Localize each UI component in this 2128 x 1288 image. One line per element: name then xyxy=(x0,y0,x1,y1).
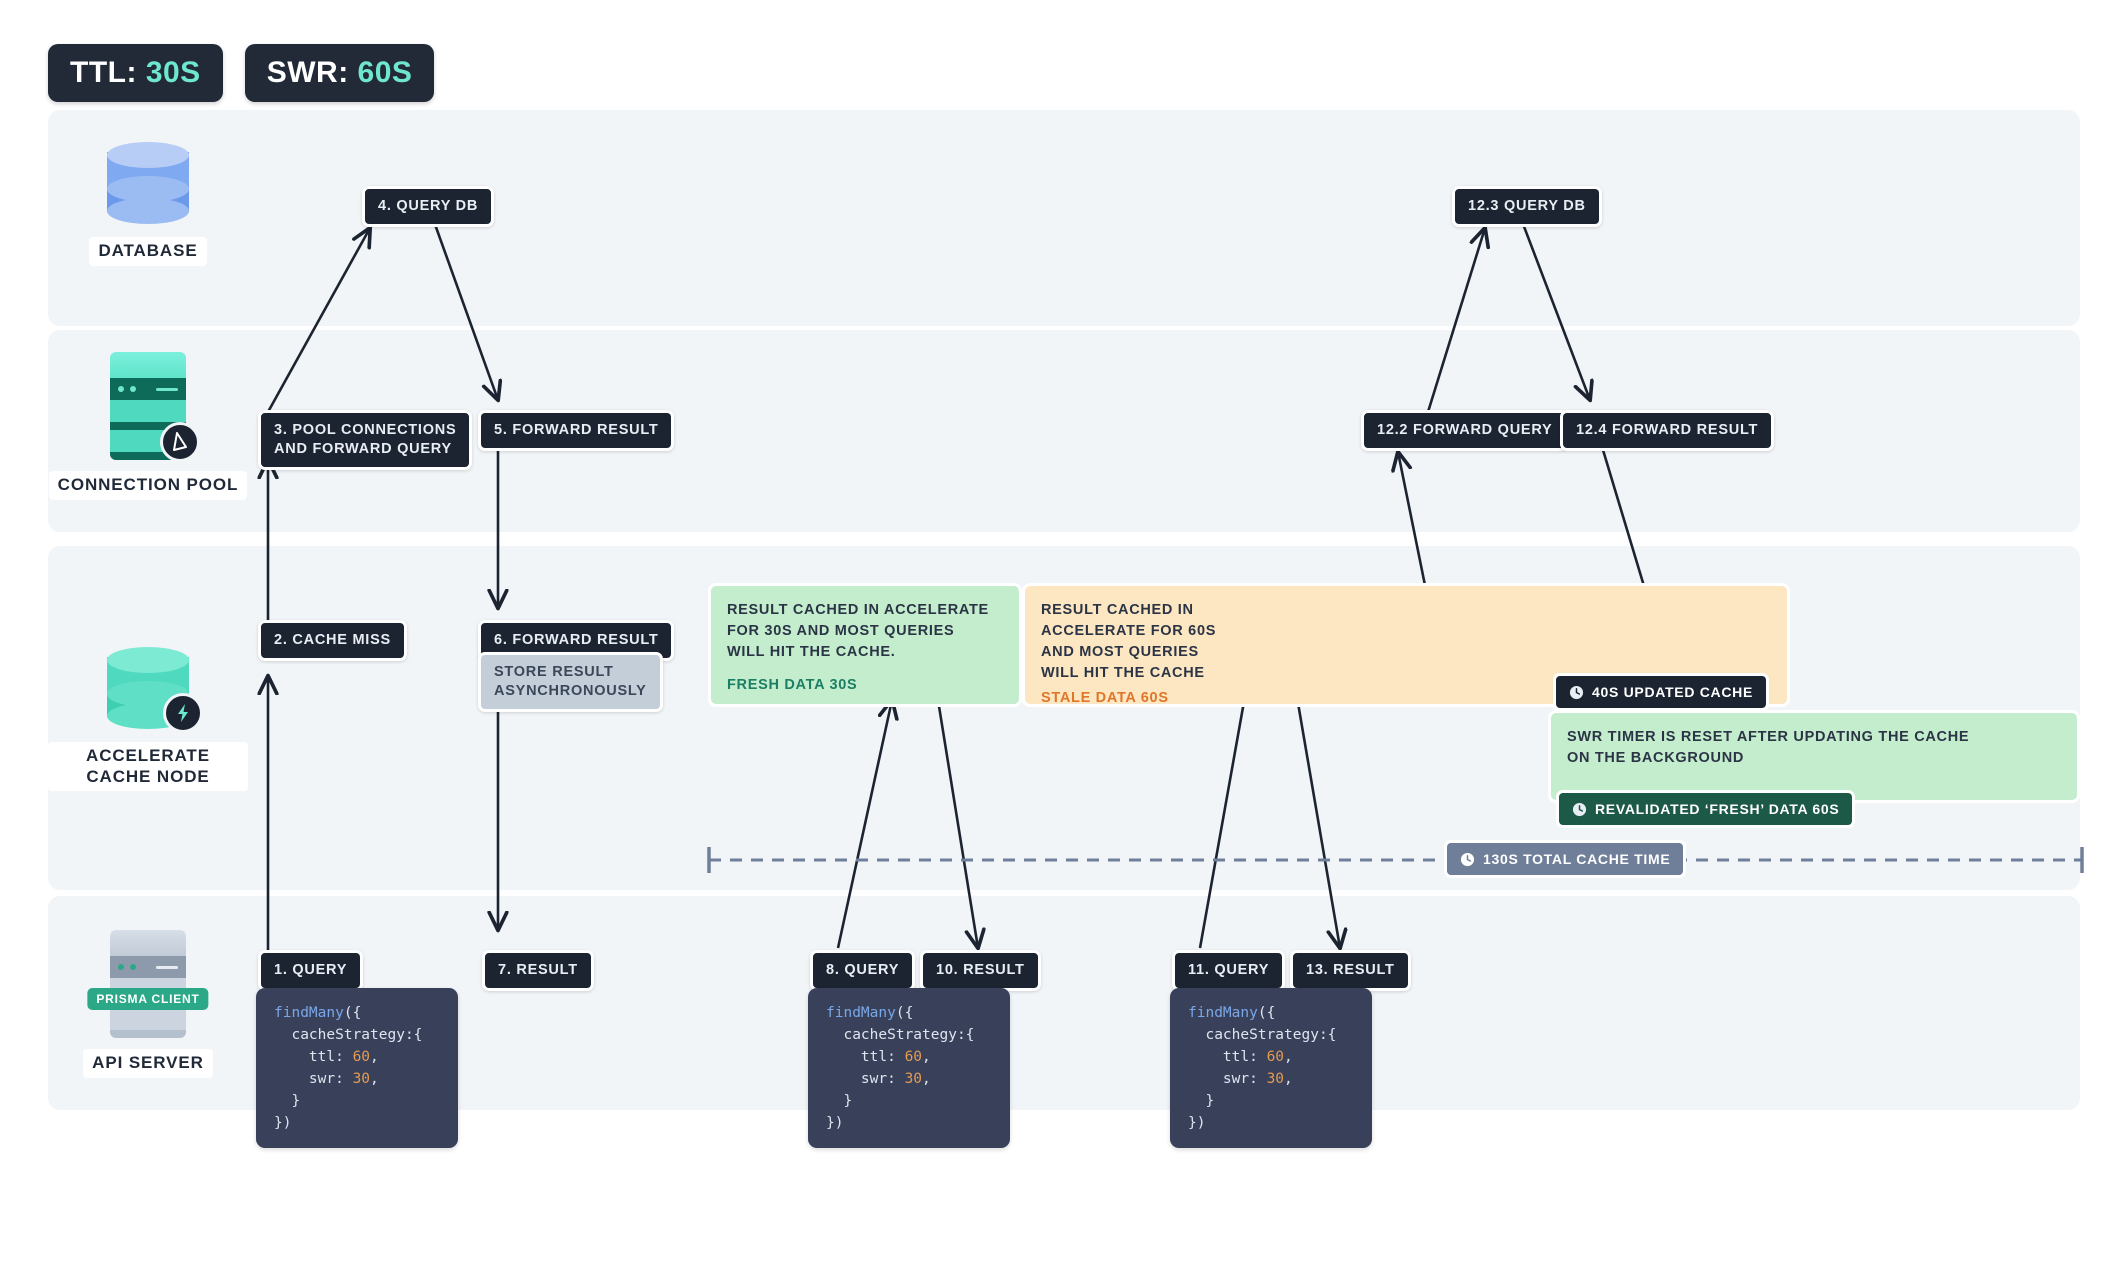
code-l1: ({ xyxy=(343,1005,362,1021)
code-l5: } xyxy=(274,1093,301,1110)
step-7-result[interactable]: 7. RESULT xyxy=(482,950,594,992)
step-124-forward-result[interactable]: 12.4 FORWARD RESULT xyxy=(1560,410,1775,452)
badge-updated-cache: 40S UPDATED CACHE xyxy=(1553,673,1769,711)
swr-pill: SWR: 60S xyxy=(244,44,435,102)
ttl-pill: TTL: 30S xyxy=(48,44,223,102)
panel-swr-reset-text: SWR TIMER IS RESET AFTER UPDATING THE CA… xyxy=(1567,729,1970,767)
prisma-logo-icon xyxy=(160,422,200,462)
code-l4n: 30 xyxy=(352,1071,371,1088)
code-l3e: , xyxy=(922,1049,931,1066)
node-accelerate-cache-label: ACCELERATE CACHE NODE xyxy=(48,742,248,792)
step-3-pool-connections[interactable]: 3. POOL CONNECTIONS AND FORWARD QUERY xyxy=(258,410,473,471)
step-11-query[interactable]: 11. QUERY xyxy=(1172,950,1286,992)
code-fn: findMany xyxy=(274,1005,344,1021)
code-block-1: findMany({ cacheStrategy:{ ttl: 60, swr:… xyxy=(256,988,458,1149)
panel-swr-reset: SWR TIMER IS RESET AFTER UPDATING THE CA… xyxy=(1548,710,2080,803)
code-l3k: ttl: xyxy=(826,1049,905,1066)
step-8-query[interactable]: 8. QUERY xyxy=(810,950,916,992)
panel-fresh-tag: FRESH DATA 30S xyxy=(727,677,858,694)
code-l2: cacheStrategy:{ xyxy=(826,1027,975,1044)
code-l3n: 60 xyxy=(1266,1049,1285,1066)
code-l3e: , xyxy=(1284,1049,1293,1066)
badge-total-cache-time-label: 130S TOTAL CACHE TIME xyxy=(1483,851,1671,867)
ttl-value: 30S xyxy=(145,56,201,89)
node-database-label: DATABASE xyxy=(89,237,207,266)
badge-revalidated: REVALIDATED ‘FRESH’ DATA 60S xyxy=(1556,790,1856,828)
code-l4k: swr: xyxy=(274,1071,353,1088)
code-l4k: swr: xyxy=(1188,1071,1267,1088)
badge-revalidated-label: REVALIDATED ‘FRESH’ DATA 60S xyxy=(1595,801,1840,817)
prisma-client-chip: PRISMA CLIENT xyxy=(87,988,209,1010)
database-cylinder-icon xyxy=(107,140,189,226)
node-database: DATABASE xyxy=(48,140,248,266)
code-fn: findMany xyxy=(826,1005,896,1021)
badge-updated-cache-label: 40S UPDATED CACHE xyxy=(1592,684,1753,700)
step-13-result[interactable]: 13. RESULT xyxy=(1290,950,1411,992)
code-l1: ({ xyxy=(895,1005,914,1021)
step-6b-store-result-async: STORE RESULT ASYNCHRONOUSLY xyxy=(478,652,663,713)
code-block-2: findMany({ cacheStrategy:{ ttl: 60, swr:… xyxy=(808,988,1010,1149)
api-server-icon: PRISMA CLIENT xyxy=(87,930,209,1038)
panel-stale-tag: STALE DATA 60S xyxy=(1041,690,1169,707)
step-5-forward-result[interactable]: 5. FORWARD RESULT xyxy=(478,410,675,452)
badge-total-cache-time: 130S TOTAL CACHE TIME xyxy=(1444,840,1687,878)
node-api-server: PRISMA CLIENT API SERVER xyxy=(48,930,248,1078)
step-122-forward-query[interactable]: 12.2 FORWARD QUERY xyxy=(1361,410,1569,452)
code-l5: } xyxy=(1188,1093,1215,1110)
code-l5: } xyxy=(826,1093,853,1110)
code-l4e: , xyxy=(370,1071,379,1088)
code-l1: ({ xyxy=(1257,1005,1276,1021)
code-l4n: 30 xyxy=(904,1071,923,1088)
step-1-query[interactable]: 1. QUERY xyxy=(258,950,364,992)
code-l3n: 60 xyxy=(904,1049,923,1066)
step-4-query-db[interactable]: 4. QUERY DB xyxy=(362,186,495,228)
lane-database xyxy=(48,110,2080,326)
code-l2: cacheStrategy:{ xyxy=(1188,1027,1337,1044)
node-connection-pool-label: CONNECTION POOL xyxy=(48,471,248,500)
node-accelerate-cache: ACCELERATE CACHE NODE xyxy=(48,645,248,792)
step-123-query-db[interactable]: 12.3 QUERY DB xyxy=(1452,186,1602,228)
panel-fresh-text: RESULT CACHED IN ACCELERATE FOR 30S AND … xyxy=(727,602,989,661)
code-l6: }) xyxy=(274,1115,292,1132)
panel-stale-text: RESULT CACHED IN ACCELERATE FOR 60S AND … xyxy=(1041,602,1217,682)
server-stack-icon xyxy=(110,352,200,462)
clock-icon xyxy=(1572,802,1587,816)
node-api-server-label: API SERVER xyxy=(83,1049,213,1078)
code-l4k: swr: xyxy=(826,1071,905,1088)
clock-icon xyxy=(1460,852,1475,866)
code-l6: }) xyxy=(1188,1115,1206,1132)
code-l2: cacheStrategy:{ xyxy=(274,1027,423,1044)
code-l3e: , xyxy=(370,1049,379,1066)
swr-key: SWR: xyxy=(266,56,349,89)
node-connection-pool: CONNECTION POOL xyxy=(48,352,248,500)
code-l3n: 60 xyxy=(352,1049,371,1066)
code-l3k: ttl: xyxy=(1188,1049,1267,1066)
ttl-key: TTL: xyxy=(70,56,137,89)
legend-group: TTL: 30S SWR: 60S xyxy=(48,44,435,102)
clock-icon xyxy=(1569,685,1584,699)
code-l3k: ttl: xyxy=(274,1049,353,1066)
swr-value: 60S xyxy=(357,56,413,89)
step-2-cache-miss[interactable]: 2. CACHE MISS xyxy=(258,620,407,662)
code-l4e: , xyxy=(1284,1071,1293,1088)
code-fn: findMany xyxy=(1188,1005,1258,1021)
code-l6: }) xyxy=(826,1115,844,1132)
step-10-result[interactable]: 10. RESULT xyxy=(920,950,1041,992)
cache-cylinder-icon xyxy=(107,645,203,733)
code-block-3: findMany({ cacheStrategy:{ ttl: 60, swr:… xyxy=(1170,988,1372,1149)
panel-fresh-data: RESULT CACHED IN ACCELERATE FOR 30S AND … xyxy=(708,583,1022,707)
lightning-bolt-icon xyxy=(163,693,203,733)
code-l4n: 30 xyxy=(1266,1071,1285,1088)
code-l4e: , xyxy=(922,1071,931,1088)
